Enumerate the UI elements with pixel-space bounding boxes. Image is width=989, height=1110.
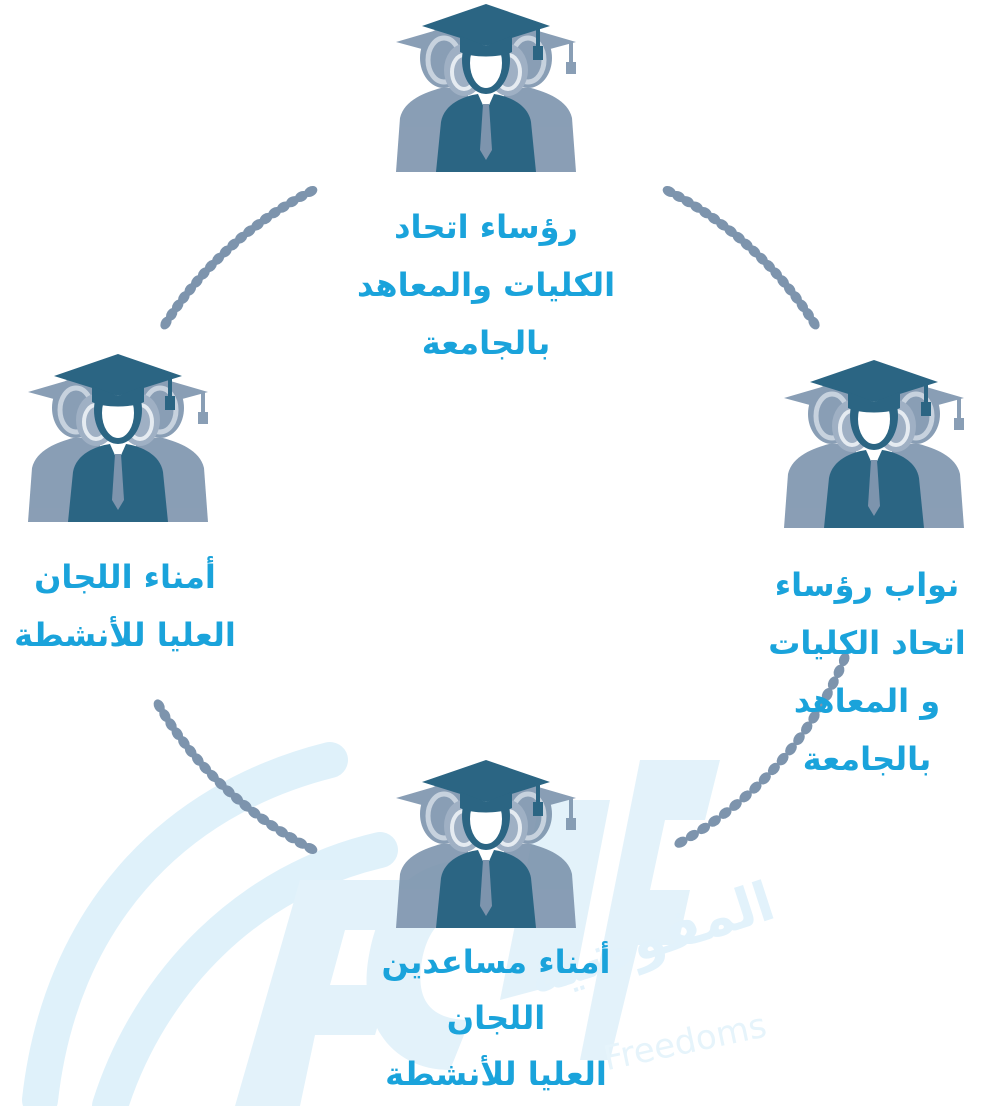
- label-line: الكليات والمعاهد: [356, 266, 616, 304]
- connector-dot: [697, 822, 711, 835]
- graduates-group-icon: [396, 760, 576, 928]
- graduates-group-icon: [396, 4, 576, 172]
- node-label: نواب رؤساء اتحاد الكليات و المعاهد بالجا…: [745, 556, 989, 788]
- connector-dot: [304, 842, 318, 855]
- graduates-group-icon: [386, 756, 586, 931]
- connector-dot: [776, 752, 789, 766]
- label-line: اتحاد الكليات: [768, 624, 966, 662]
- connector-dot: [739, 790, 752, 803]
- connector-dot: [793, 732, 805, 746]
- connector-dot: [708, 815, 721, 827]
- label-line: بالجامعة: [802, 740, 932, 778]
- graduates-group-icon: [18, 350, 218, 525]
- arc-bottom-left: [153, 699, 318, 855]
- arc-top-left: [160, 185, 318, 330]
- graduates-group-icon: [784, 360, 964, 528]
- node-label: رؤساء اتحاد الكليات والمعاهد بالجامعة: [300, 198, 672, 372]
- connector-dot: [838, 652, 850, 667]
- connector-dot: [758, 772, 771, 785]
- connector-arcs: [153, 185, 850, 855]
- connector-dot: [718, 807, 732, 819]
- graduates-group-icon: [28, 354, 208, 522]
- connector-dot: [767, 762, 780, 776]
- connector-dot: [729, 799, 742, 811]
- node-label: أمناء اللجان العليا للأنشطة: [0, 548, 250, 664]
- connector-dot: [153, 699, 165, 713]
- connector-dot: [674, 836, 688, 848]
- connector-dot: [685, 829, 699, 842]
- label-line: نواب رؤساء: [774, 566, 960, 604]
- arc-bottom-right: [674, 652, 850, 848]
- label-line: و المعاهد: [793, 682, 941, 720]
- label-line: أمناء اللجان: [34, 558, 216, 596]
- label-line: اللجان: [446, 999, 546, 1037]
- connector-dot: [815, 699, 827, 713]
- connector-dot: [808, 710, 820, 724]
- connector-dot: [785, 742, 797, 756]
- connector-dot: [275, 826, 289, 838]
- connector-dot: [821, 687, 833, 702]
- connector-dot: [833, 664, 845, 679]
- connector-dot: [800, 721, 813, 735]
- connector-dot: [808, 316, 820, 330]
- connector-dot: [827, 676, 839, 690]
- label-line: رؤساء اتحاد: [394, 208, 578, 246]
- connector-dot: [160, 316, 172, 330]
- connector-dot: [749, 781, 762, 794]
- arc-top-right: [662, 185, 820, 330]
- graduates-group-icon: [386, 0, 586, 175]
- label-line: العليا للأنشطة: [385, 1055, 607, 1093]
- graduates-group-icon: [774, 356, 974, 531]
- node-label: أمناء مساعدين اللجان العليا للأنشطة: [320, 934, 672, 1102]
- label-line: العليا للأنشطة: [14, 616, 236, 654]
- label-line: بالجامعة: [421, 324, 551, 362]
- label-line: أمناء مساعدين: [381, 943, 611, 981]
